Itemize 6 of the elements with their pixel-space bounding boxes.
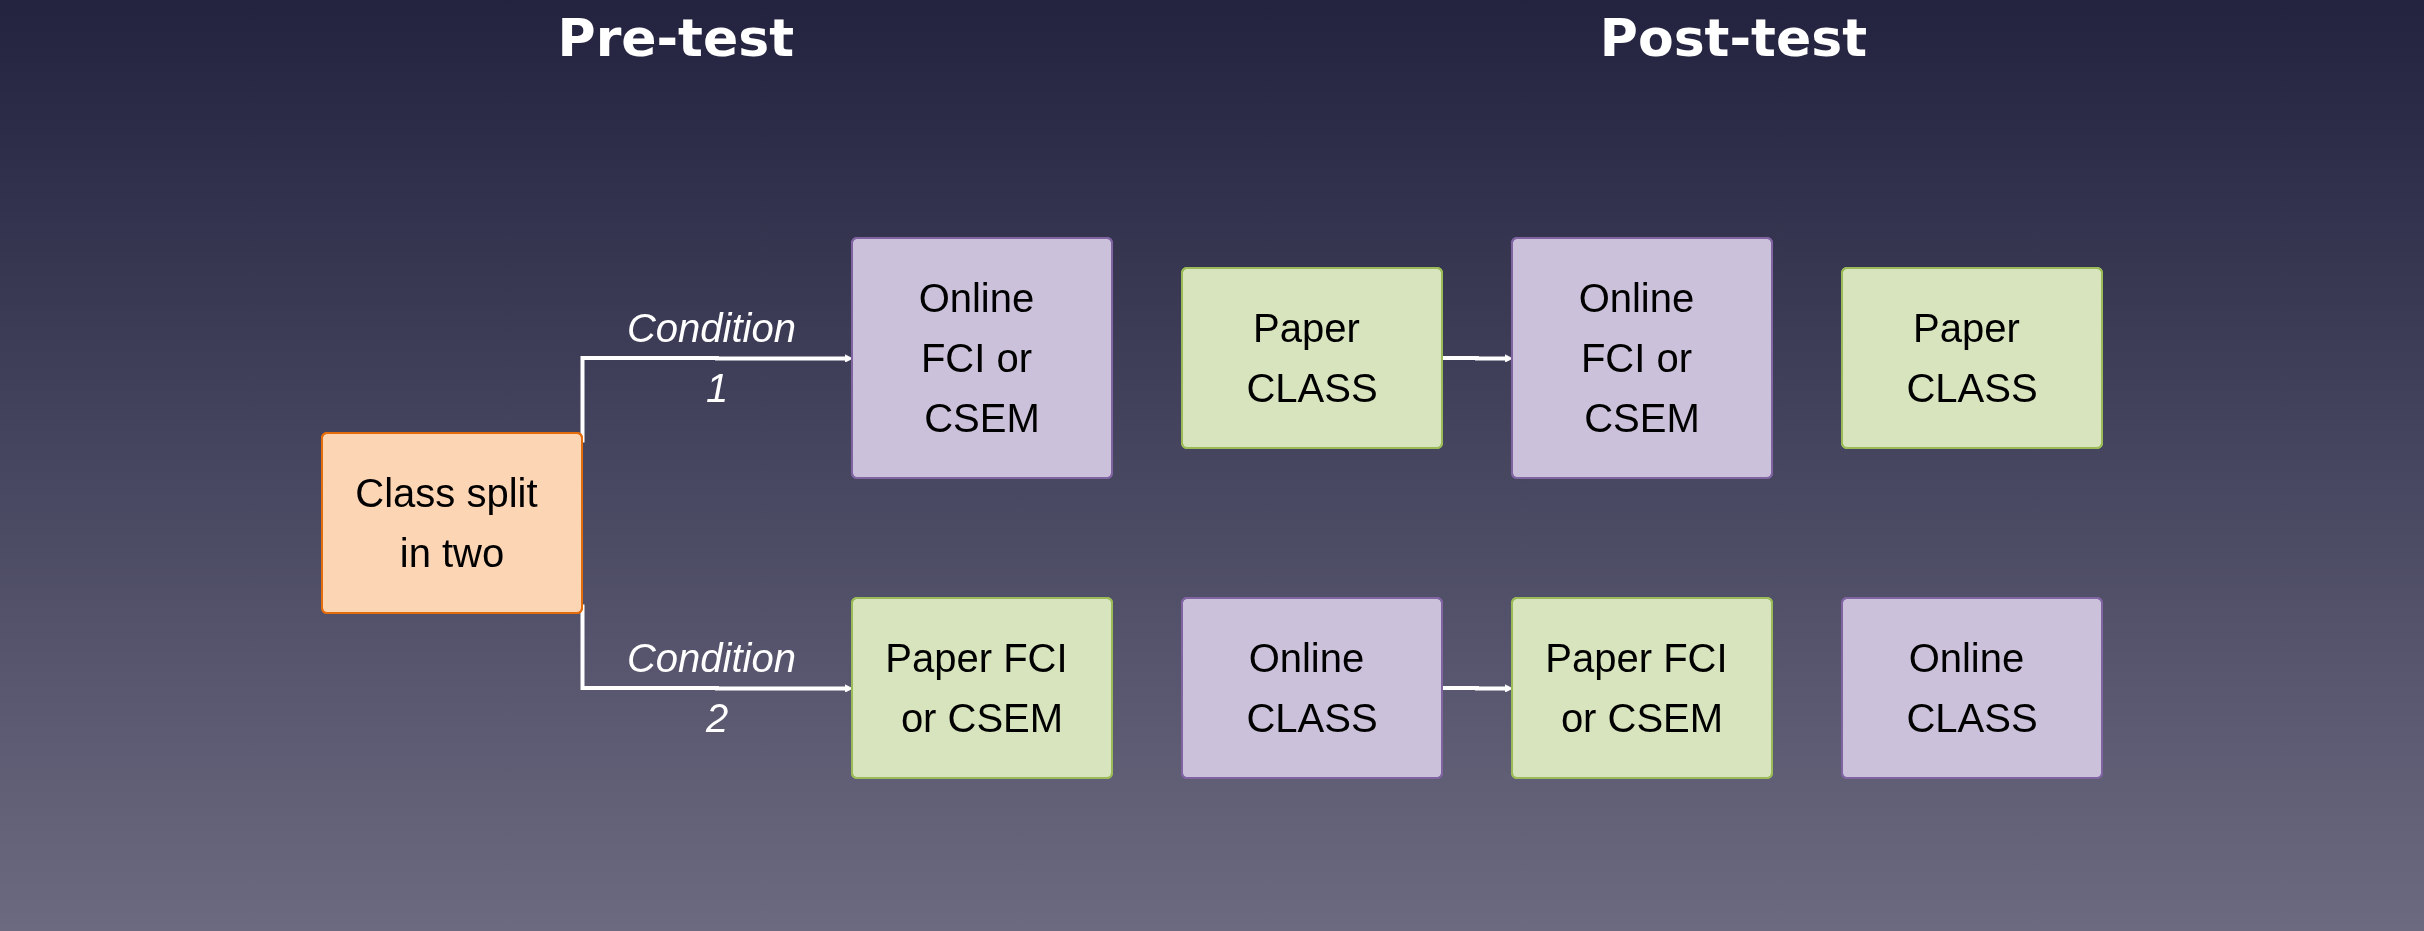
column-heading: Pre-test (557, 8, 795, 68)
arrow (580, 604, 853, 693)
arrow (580, 354, 853, 443)
edge-label: Condition 1 (626, 306, 796, 410)
column-heading: Post-test (1599, 8, 1867, 68)
edge-label: Condition 2 (626, 636, 796, 740)
